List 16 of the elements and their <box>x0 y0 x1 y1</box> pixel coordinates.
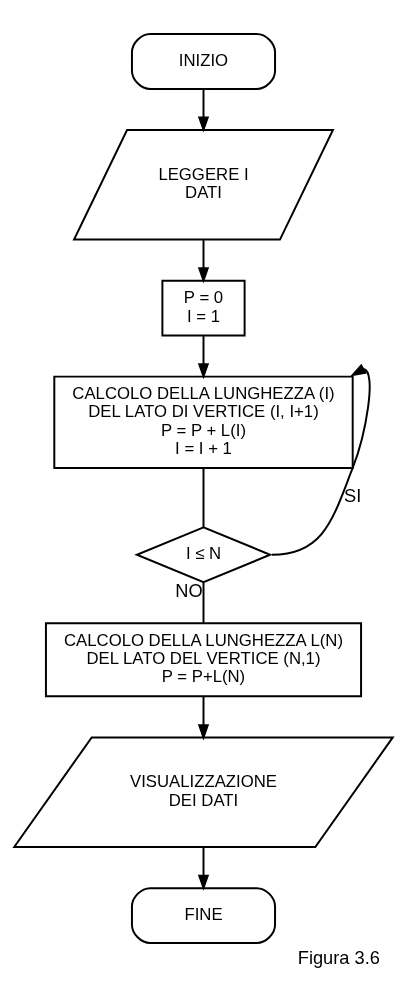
arrow <box>197 846 210 891</box>
connector <box>202 581 205 624</box>
node-box: CALCOLO DELLA LUNGHEZZA (I) DEL LATO DI VERTICE (I, I+1) P = P + L(I) I = I + 1 <box>53 375 354 469</box>
node-box: FINE <box>130 886 277 944</box>
node-box: P = 0 I = 1 <box>161 279 246 336</box>
edge-label: SI <box>344 484 362 506</box>
node-diamond: I ≤ N <box>134 525 273 583</box>
connector <box>202 466 205 528</box>
arrow <box>197 695 210 740</box>
arrow <box>271 363 371 556</box>
arrow <box>197 238 210 283</box>
arrow <box>197 334 210 379</box>
caption: Figura 3.6 <box>297 946 380 968</box>
node-box: INIZIO <box>130 32 277 90</box>
node-box: CALCOLO DELLA LUNGHEZZA L(N) DEL LATO DEL VERTICE (N,1) P = P+L(N) <box>44 621 363 697</box>
arrow <box>197 87 210 133</box>
